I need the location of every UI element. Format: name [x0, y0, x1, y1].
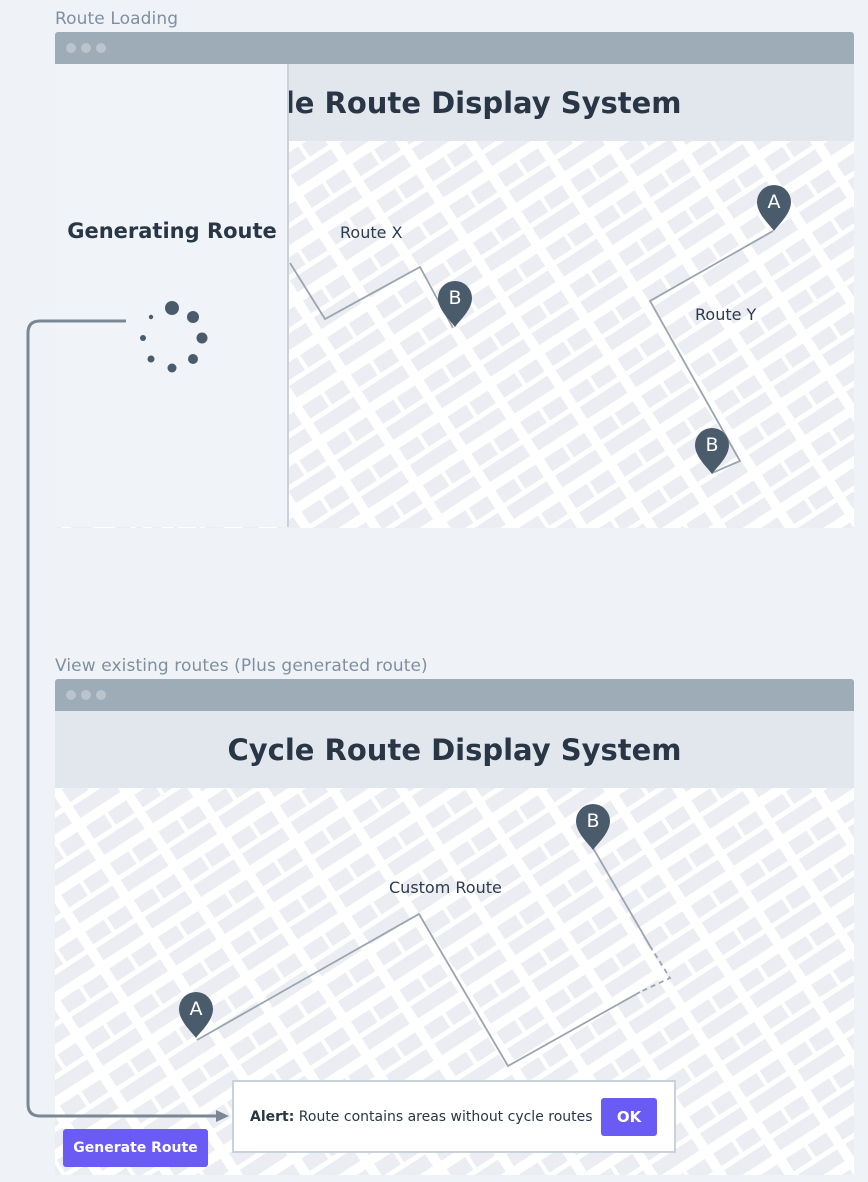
window-dot-icon[interactable]: [66, 43, 76, 53]
route-x-line: [289, 262, 454, 329]
app-title: Cycle Route Display System: [227, 732, 682, 767]
alert-message: Route contains areas without cycle route…: [298, 1109, 593, 1125]
route-label-x: Route X: [340, 223, 403, 242]
pin-label: B: [448, 287, 461, 309]
map-pin-icon[interactable]: A: [756, 184, 792, 232]
route-y-line: [648, 230, 774, 474]
generate-route-button[interactable]: Generate Route: [63, 1129, 208, 1167]
loading-title: Generating Route: [67, 219, 277, 243]
route-label-custom: Custom Route: [389, 878, 502, 897]
window-dot-icon[interactable]: [66, 690, 76, 700]
alert-text: Alert: Route contains areas without cycl…: [250, 1109, 593, 1125]
alert-ok-button[interactable]: OK: [601, 1098, 657, 1136]
window-titlebar: [55, 32, 854, 64]
map-pin-icon[interactable]: A: [178, 991, 214, 1039]
loading-spinner-icon: [140, 301, 208, 373]
pin-label: B: [586, 810, 599, 832]
custom-route-gap-dashed: [639, 945, 672, 993]
window-titlebar: [55, 679, 854, 711]
alert-prefix: Alert:: [250, 1109, 295, 1125]
pin-label: A: [190, 998, 203, 1020]
pin-label: A: [768, 191, 781, 213]
map-pin-icon[interactable]: B: [437, 280, 473, 328]
pin-label: B: [705, 434, 718, 456]
loading-panel: Generating Route: [55, 64, 289, 527]
custom-route-line-segment: [592, 847, 651, 947]
app-title: Cycle Route Display System: [227, 85, 682, 120]
frame-caption-view-routes: View existing routes (Plus generated rou…: [55, 656, 428, 676]
app-window-route-loading: Cycle Route Display System Route X Route…: [55, 32, 854, 528]
alert-dialog: Alert: Route contains areas without cycl…: [232, 1080, 676, 1153]
window-dot-icon[interactable]: [81, 43, 91, 53]
window-dot-icon[interactable]: [81, 690, 91, 700]
map-pin-icon[interactable]: B: [694, 427, 730, 475]
frame-caption-route-loading: Route Loading: [55, 9, 179, 29]
app-header: Cycle Route Display System: [55, 711, 854, 788]
window-dot-icon[interactable]: [96, 43, 106, 53]
map-pin-icon[interactable]: B: [575, 803, 611, 851]
route-label-y: Route Y: [695, 305, 757, 324]
custom-route-line: [196, 912, 641, 1068]
window-dot-icon[interactable]: [96, 690, 106, 700]
